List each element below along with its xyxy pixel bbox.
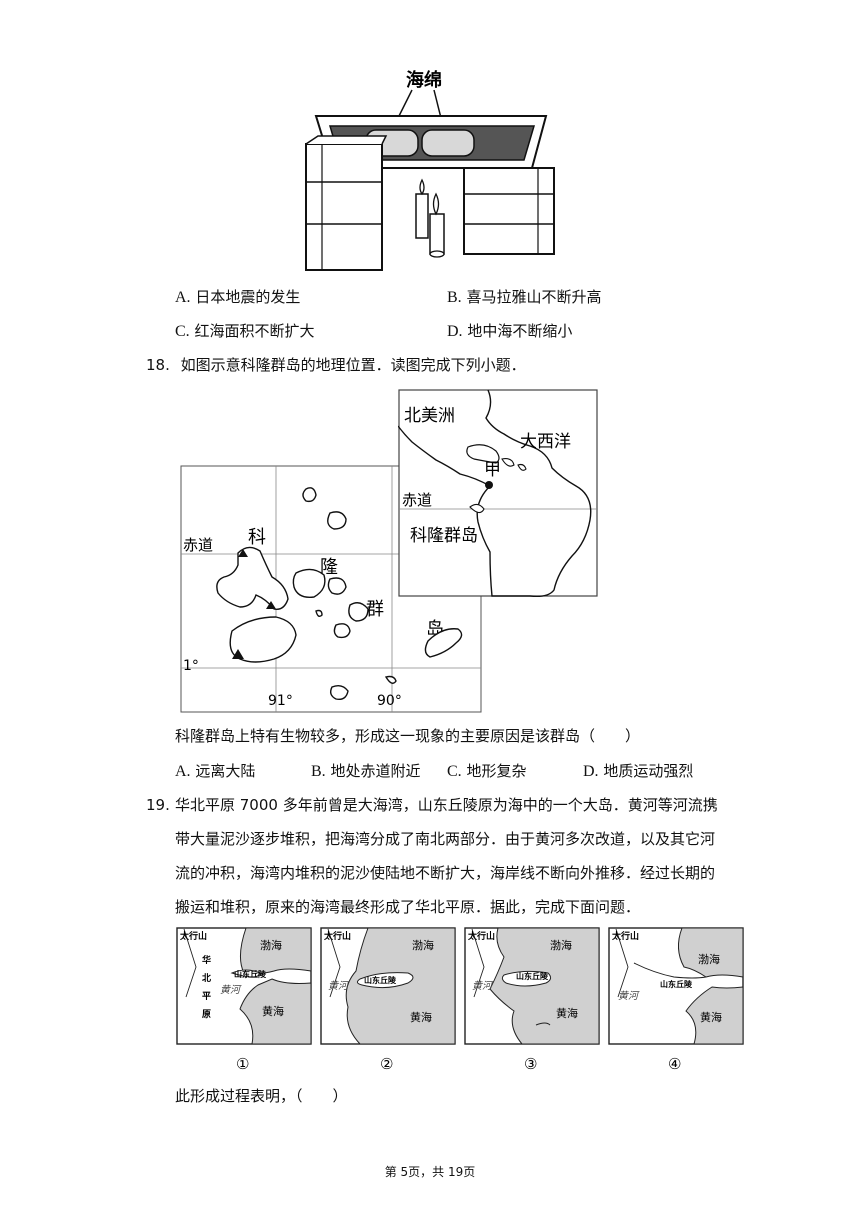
- map-char-3: 群: [366, 599, 384, 620]
- q19-line-2: 带大量泥沙逐步堆积，把海湾分成了南北两部分．由于黄河多次改道，以及其它河: [175, 830, 716, 848]
- longitude-91-label: 91°: [268, 693, 293, 709]
- inset-location-map: 北美洲 大西洋 甲 赤道 科隆群岛: [398, 389, 598, 597]
- option-text: 远离大陆: [195, 762, 256, 780]
- river-label: 黄河: [220, 984, 242, 996]
- huanghai-label: 黄海: [556, 1006, 578, 1020]
- option-text: 地处赤道附近: [330, 762, 421, 780]
- option-text: 地形复杂: [466, 762, 527, 780]
- q18-question: 科隆群岛上特有生物较多，形成这一现象的主要原因是该群岛（ ）: [175, 727, 641, 745]
- option-text: 地质运动强烈: [603, 762, 694, 780]
- q19-line-3: 流的冲积，海湾内堆积的泥沙使陆地不断扩大，海岸线不断向外推移．经过长期的: [175, 864, 716, 882]
- option-letter: C.: [447, 763, 462, 780]
- evolution-map-4: 太行山 渤海 山东丘陵 黄河 黄海 ④: [608, 927, 744, 1073]
- question-number: 18.: [146, 356, 170, 374]
- q17-option-b[interactable]: B. 喜马拉雅山不断升高: [447, 287, 601, 308]
- option-letter: A.: [175, 763, 191, 780]
- q17-option-c[interactable]: C. 红海面积不断扩大: [175, 321, 314, 342]
- question-text: 如图示意科隆群岛的地理位置．读图完成下列小题．: [180, 356, 526, 374]
- q19-line-1: 华北平原 7000 多年前曾是大海湾，山东丘陵原为海中的一个大岛．黄河等河流携: [175, 796, 718, 814]
- river-label: 黄河: [472, 980, 494, 992]
- equator-label: 赤道: [183, 536, 213, 554]
- map-char-1: 科: [248, 527, 266, 548]
- plain-char-3: 平: [202, 991, 211, 1002]
- q18-option-d[interactable]: D. 地质运动强烈: [583, 761, 693, 782]
- bohai-label: 渤海: [550, 938, 572, 952]
- atlantic-label: 大西洋: [520, 432, 571, 452]
- taihang-label: 太行山: [611, 930, 639, 942]
- hill-label: 山东丘陵: [516, 971, 549, 981]
- bohai-label: 渤海: [260, 938, 282, 952]
- q19-number: 19.: [146, 796, 170, 814]
- q18-option-b[interactable]: B. 地处赤道附近: [311, 761, 420, 782]
- hill-label: 山东丘陵: [364, 975, 397, 985]
- evolution-map-2: 太行山 渤海 山东丘陵 黄河 黄海 ②: [320, 927, 456, 1073]
- q17-option-a[interactable]: A. 日本地震的发生: [175, 287, 300, 308]
- q19-question: 此形成过程表明，（ ）: [175, 1087, 348, 1105]
- option-letter: B.: [447, 289, 462, 306]
- point-jia-label: 甲: [484, 460, 501, 480]
- taihang-label: 太行山: [467, 930, 495, 942]
- inset-equator-label: 赤道: [402, 491, 432, 509]
- plain-char-4: 原: [202, 1009, 211, 1020]
- option-letter: A.: [175, 289, 191, 306]
- plain-char-2: 北: [202, 972, 211, 984]
- map-number-label: ④: [668, 1055, 681, 1073]
- inset-islands-label: 科隆群岛: [410, 526, 478, 546]
- evolution-map-3: 太行山 渤海 山东丘陵 黄河 黄海 ③: [464, 927, 600, 1073]
- q19-line-4: 搬运和堆积，原来的海湾最终形成了华北平原．据此，完成下面问题．: [175, 898, 641, 916]
- longitude-90-label: 90°: [377, 693, 402, 709]
- option-text: 日本地震的发生: [195, 288, 301, 306]
- q17-option-d[interactable]: D. 地中海不断缩小: [447, 321, 572, 342]
- river-label: 黄河: [328, 980, 350, 992]
- q18-option-c[interactable]: C. 地形复杂: [447, 761, 526, 782]
- option-letter: D.: [447, 323, 463, 340]
- option-letter: C.: [175, 323, 190, 340]
- river-label: 黄河: [618, 990, 640, 1002]
- map-number-label: ①: [236, 1055, 249, 1073]
- option-text: 红海面积不断扩大: [194, 322, 315, 340]
- evolution-map-1: 太行山 渤海 山东丘陵 黄河 黄海 华 北 平 原 ①: [176, 927, 312, 1073]
- page-footer: 第 5页，共 19页: [384, 1165, 476, 1179]
- option-letter: D.: [583, 763, 599, 780]
- bohai-label: 渤海: [698, 952, 720, 966]
- hill-label: 山东丘陵: [660, 979, 693, 989]
- plain-evolution-maps: 太行山 渤海 山东丘陵 黄河 黄海 华 北 平 原 ① 太行山 渤海 山东丘陵 …: [176, 927, 744, 1073]
- map-number-label: ③: [524, 1055, 537, 1073]
- map-char-2: 隆: [320, 557, 338, 578]
- huanghai-label: 黄海: [410, 1010, 432, 1024]
- option-text: 地中海不断缩小: [467, 322, 573, 340]
- taihang-label: 太行山: [179, 930, 207, 942]
- sponge-label: 海绵: [406, 69, 442, 91]
- huanghai-label: 黄海: [700, 1010, 722, 1024]
- sponge-experiment-figure: 海绵: [305, 69, 555, 271]
- option-letter: B.: [311, 763, 326, 780]
- plain-char-1: 华: [202, 954, 211, 966]
- hill-label: 山东丘陵: [234, 969, 267, 979]
- q18-option-a[interactable]: A. 远离大陆: [175, 761, 255, 782]
- taihang-label: 太行山: [323, 930, 351, 942]
- north-america-label: 北美洲: [404, 406, 455, 426]
- q18-stem: 18. 如图示意科隆群岛的地理位置．读图完成下列小题．: [146, 355, 526, 375]
- bohai-label: 渤海: [412, 938, 434, 952]
- latitude-label: 1°: [183, 658, 199, 674]
- huanghai-label: 黄海: [262, 1004, 284, 1018]
- option-text: 喜马拉雅山不断升高: [466, 288, 602, 306]
- map-number-label: ②: [380, 1055, 393, 1073]
